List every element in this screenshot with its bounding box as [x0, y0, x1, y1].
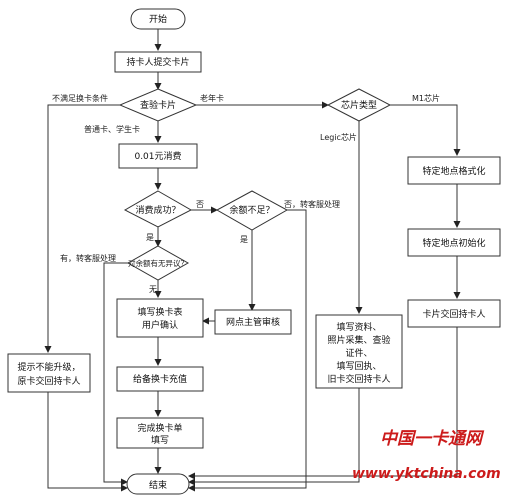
- no-upgrade-label-2: 原卡交回持卡人: [17, 375, 80, 387]
- watermark-line2: www.yktchina.com: [352, 466, 501, 482]
- format-node: [407, 156, 501, 185]
- edge-check-noupgrade: [44, 104, 120, 353]
- outlet-review-label: 网点主管审核: [226, 316, 280, 328]
- balance-short-label: 余额不足？: [229, 204, 274, 216]
- edge-chip-format: [390, 104, 461, 156]
- no-upgrade-node: [7, 353, 91, 393]
- chip-type-diamond: [326, 88, 392, 122]
- consume-node: [118, 143, 198, 169]
- complete-label-1: 完成换卡单: [137, 422, 182, 434]
- check-diamond: [118, 88, 198, 122]
- start-label: 开始: [149, 13, 167, 25]
- no-upgrade-label-1: 提示不能升级，: [17, 361, 80, 373]
- edge-label-none: 无: [149, 285, 157, 294]
- chip-type-label: 芯片类型: [341, 99, 377, 111]
- end-node: [126, 473, 190, 495]
- edge-doubt-end: [103, 262, 130, 486]
- edge-balance-end: [188, 209, 307, 492]
- balance-short-diamond: [215, 190, 289, 231]
- edge-legic-end: [188, 388, 360, 486]
- watermark: 中国一卡通网 www.yktchina.com: [352, 429, 501, 482]
- edge-label-yes1: 是: [146, 233, 154, 242]
- nodes: [7, 8, 501, 495]
- submit-label: 持卡人提交卡片: [126, 56, 189, 68]
- outlet-review-node: [214, 309, 292, 335]
- edge-label-yes2: 是: [240, 235, 248, 244]
- return-card-label: 卡片交回持卡人: [422, 308, 485, 320]
- init-label: 特定地点初始化: [422, 237, 485, 249]
- fill-form-label-2: 用户确认: [142, 319, 178, 331]
- edge-label-not-meet: 不满足换卡条件: [52, 93, 108, 103]
- legic-steps-label-3: 证件、: [345, 347, 372, 359]
- watermark-line1: 中国一卡通网: [380, 429, 485, 449]
- init-node: [407, 228, 501, 257]
- legic-steps-label-1: 填写资料、: [336, 321, 381, 333]
- start-node: [130, 8, 186, 30]
- legic-steps-node: [315, 314, 403, 389]
- end-label: 结束: [149, 479, 167, 491]
- fill-form-node: [116, 298, 204, 338]
- complete-label-2: 填写: [151, 434, 169, 446]
- consume-label: 0.01元消费: [134, 150, 181, 162]
- edge-label-yes-transfer: 有，转客服处理: [60, 253, 116, 263]
- edge-label-legic: Legic芯片: [320, 132, 357, 142]
- edge-label-m1: M1芯片: [412, 93, 440, 103]
- edge-label-senior: 老年卡: [200, 93, 224, 103]
- legic-steps-label-5: 旧卡交回持卡人: [327, 373, 390, 385]
- format-label: 特定地点格式化: [422, 165, 485, 177]
- recharge-node: [116, 366, 204, 392]
- fill-form-label-1: 填写换卡表: [137, 306, 182, 318]
- legic-steps-label-2: 照片采集、查验: [327, 334, 390, 346]
- remaining-doubt-diamond: [126, 245, 190, 281]
- submit-node: [114, 51, 202, 73]
- edges: [44, 29, 461, 492]
- return-card-node: [407, 299, 501, 328]
- remaining-doubt-label: 对余额有无异议？: [128, 258, 188, 268]
- consume-ok-label: 消费成功？: [135, 204, 180, 216]
- recharge-label: 给备换卡充值: [133, 373, 187, 385]
- edge-label-no-transfer: 否，转客服处理: [284, 199, 340, 209]
- consume-ok-diamond: [123, 190, 193, 228]
- edge-return-end: [188, 327, 458, 480]
- edge-label-normal-student: 普通卡、学生卡: [84, 124, 140, 134]
- complete-node: [116, 417, 204, 449]
- edge-label-no1: 否: [196, 200, 204, 209]
- legic-steps-label-4: 填写回执、: [336, 360, 381, 372]
- check-label: 查验卡片: [140, 99, 176, 111]
- edge-noupgrade-end: [47, 392, 128, 492]
